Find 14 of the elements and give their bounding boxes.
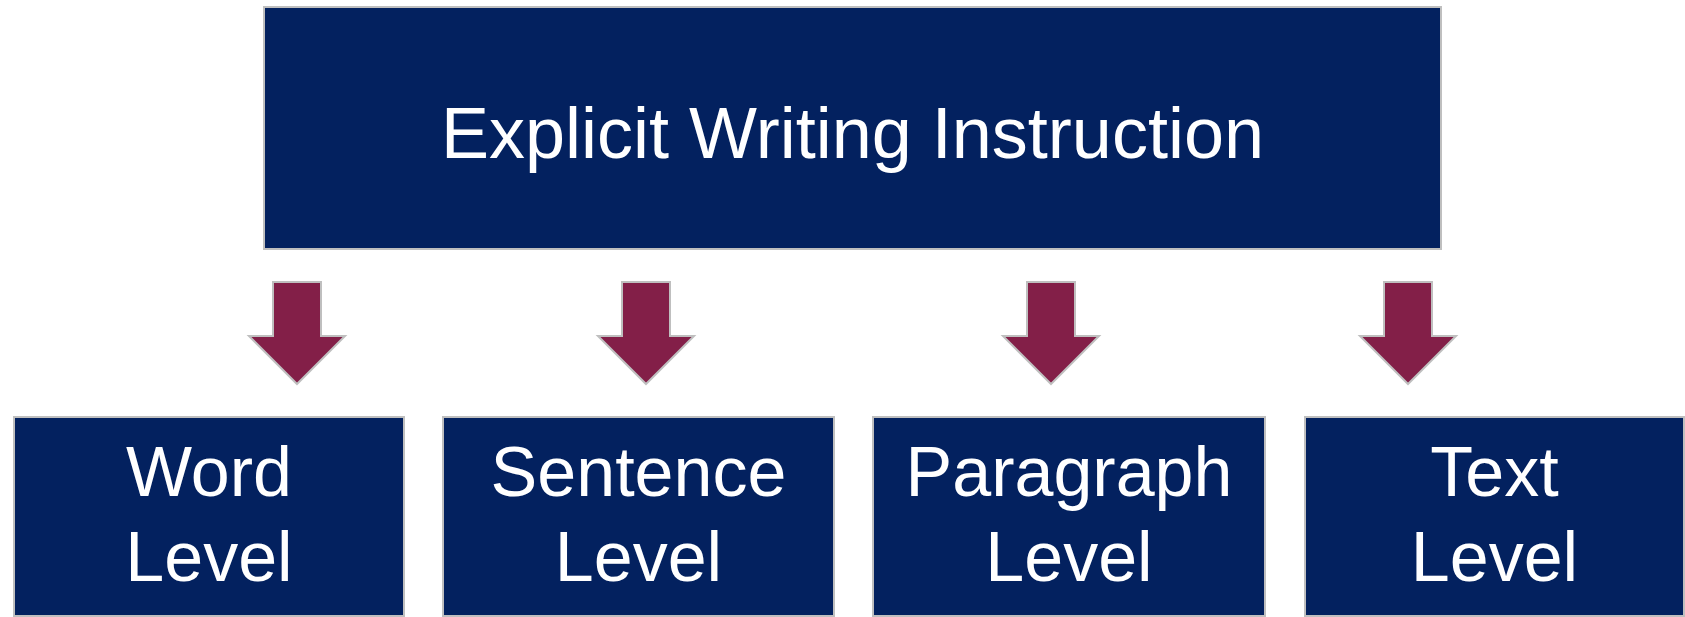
process-box <box>442 416 835 617</box>
box-label: Sentence Level <box>489 432 788 599</box>
box-label: Paragraph Level <box>904 432 1234 599</box>
process-box <box>1304 416 1685 617</box>
box-label: Word Level <box>124 432 294 599</box>
block-arrow <box>246 281 348 386</box>
process-box <box>872 416 1266 617</box>
block-arrow <box>595 281 697 386</box>
box-label: Text Level <box>1409 432 1580 599</box>
box-label: Explicit Writing Instruction <box>441 92 1264 175</box>
block-arrow <box>1357 281 1459 386</box>
process-box <box>13 416 405 617</box>
process-box <box>263 6 1442 250</box>
block-arrow <box>1000 281 1102 386</box>
